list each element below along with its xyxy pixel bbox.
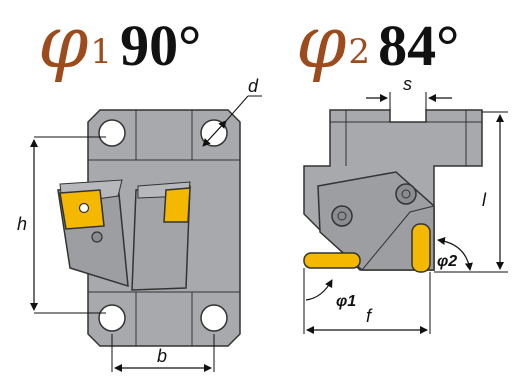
s-label: s — [403, 74, 412, 94]
right-cartridge-edge — [361, 205, 435, 271]
l-label: l — [482, 190, 487, 210]
left-view: h d b — [17, 76, 262, 372]
mount-hole-bottom-left — [98, 304, 126, 332]
h-label: h — [17, 214, 27, 234]
phi1-label: φ1 — [336, 293, 356, 310]
phi1-subscript: 1 — [90, 32, 113, 72]
title-phi2: φ 2 84° — [296, 2, 459, 82]
phi2-angle-arc — [437, 237, 473, 271]
phi2-angle-value: 84° — [378, 13, 460, 78]
adjust-screw — [91, 231, 103, 243]
insert-right — [163, 187, 191, 223]
phi1-angle-arc — [305, 279, 333, 301]
phi2-symbol: φ — [296, 0, 347, 84]
insert-screw-left — [78, 202, 90, 214]
clamp-screw-left — [331, 205, 353, 227]
mount-hole-bottom-right — [200, 304, 228, 332]
f-label: f — [366, 306, 373, 326]
d-diameter-line — [202, 120, 227, 147]
clamp-screw-right — [395, 183, 417, 205]
phi1-symbol: φ — [38, 0, 89, 84]
phi2-subscript: 2 — [348, 32, 371, 72]
insert-side — [411, 223, 431, 273]
b-label: b — [157, 346, 167, 366]
phi2-label: φ2 — [437, 253, 457, 270]
clamp-screw-right-socket — [401, 189, 411, 199]
mount-hole-top-left — [98, 119, 126, 147]
phi1-angle-value: 90° — [120, 13, 202, 78]
clamp-screw-left-socket — [337, 211, 347, 221]
title-phi1: φ 1 90° — [38, 2, 201, 82]
d-label: d — [248, 76, 259, 96]
insert-bottom — [303, 252, 361, 269]
right-view: s l f φ1 φ2 — [303, 74, 508, 334]
d-leader — [225, 95, 249, 122]
